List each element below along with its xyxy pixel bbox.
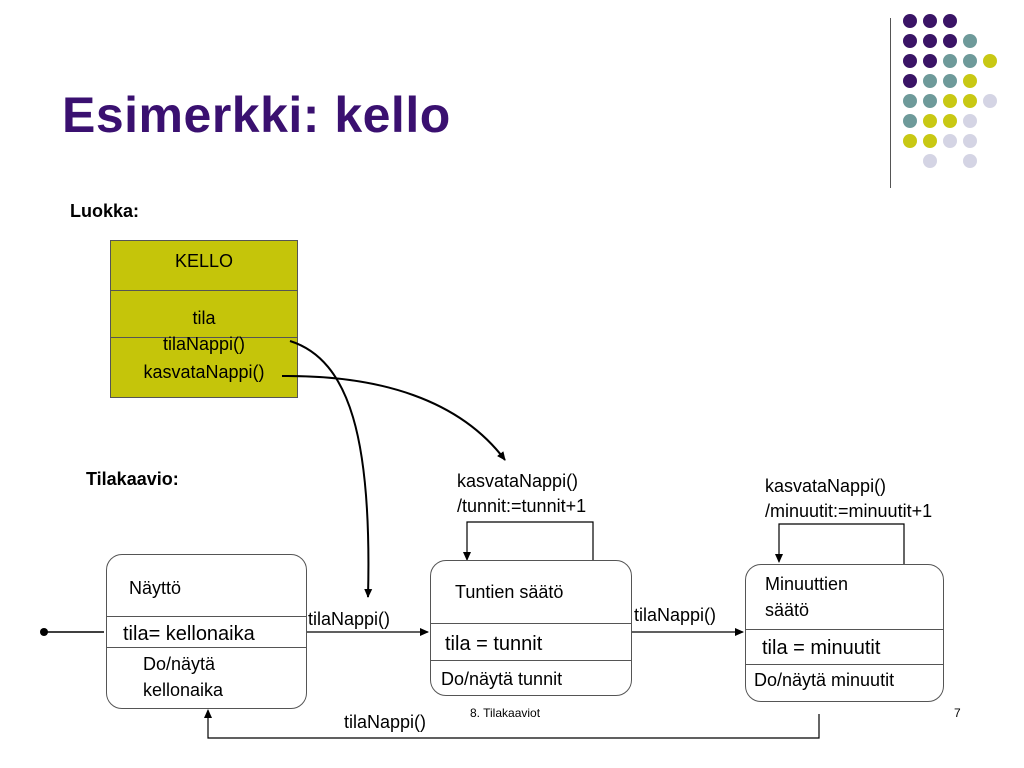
- decor-dot: [903, 34, 917, 48]
- decor-dot: [943, 114, 957, 128]
- slide-title: Esimerkki: kello: [62, 87, 451, 143]
- state-divider: [746, 629, 943, 630]
- state-divider: [431, 660, 631, 661]
- decor-dot: [943, 14, 957, 28]
- decor-dot: [903, 114, 917, 128]
- state-name: Näyttö: [129, 578, 182, 598]
- decor-dot: [983, 94, 997, 108]
- class-box-kello: KELLO tila tilaNappi() kasvataNappi(): [110, 240, 298, 398]
- decor-dot: [923, 54, 937, 68]
- decor-dot: [903, 54, 917, 68]
- decor-dot: [963, 154, 977, 168]
- state-name: säätö: [765, 600, 810, 620]
- transition-label: tilaNappi(): [634, 605, 717, 625]
- transition-label: tilaNappi(): [308, 609, 391, 629]
- class-attribute: tila: [192, 308, 216, 328]
- self-loop-minuutit: [775, 523, 905, 566]
- class-divider: [111, 337, 297, 338]
- state-divider: [107, 616, 306, 617]
- decor-dot: [963, 134, 977, 148]
- state-action: Do/näytä: [143, 654, 216, 674]
- decor-dot: [903, 134, 917, 148]
- transition-minuutit-naytto: [204, 709, 820, 739]
- decor-dot: [943, 54, 957, 68]
- tilakaavio-label: Tilakaavio:: [86, 469, 179, 489]
- decor-dot: [903, 94, 917, 108]
- state-variable: tila = minuutit: [762, 637, 881, 659]
- decor-dot: [923, 74, 937, 88]
- decor-dot: [943, 94, 957, 108]
- method-link-tilanappi: [289, 340, 373, 598]
- class-name: KELLO: [174, 251, 234, 271]
- decor-dot: [923, 94, 937, 108]
- class-method: kasvataNappi(): [143, 362, 265, 382]
- decor-dot: [903, 74, 917, 88]
- state-tuntien-saato: Tuntien säätö tila = tunnit Do/näytä tun…: [430, 560, 632, 696]
- decor-dot: [923, 114, 937, 128]
- state-divider: [107, 647, 306, 648]
- state-divider: [431, 623, 631, 624]
- footer-text: 8. Tilakaaviot: [470, 706, 541, 720]
- decor-dot: [963, 114, 977, 128]
- decor-dot: [983, 54, 997, 68]
- decor-dot: [923, 154, 937, 168]
- state-variable: tila = tunnit: [445, 633, 543, 655]
- transition-label: kasvataNappi(): [457, 471, 579, 491]
- decor-dot: [943, 134, 957, 148]
- transition-label: kasvataNappi(): [765, 476, 887, 496]
- decor-dot: [923, 34, 937, 48]
- state-action: Do/näytä minuutit: [754, 670, 895, 690]
- decor-dot: [963, 54, 977, 68]
- state-action: Do/näytä tunnit: [441, 669, 563, 689]
- decor-dot: [903, 14, 917, 28]
- state-action: kellonaika: [143, 680, 224, 700]
- state-naytto: Näyttö tila= kellonaika Do/näytä kellona…: [106, 554, 307, 709]
- transition-label: /tunnit:=tunnit+1: [457, 496, 587, 516]
- transition-label: tilaNappi(): [344, 712, 427, 732]
- decor-dot: [963, 34, 977, 48]
- decor-dot: [943, 74, 957, 88]
- decor-dot: [963, 74, 977, 88]
- decor-dot: [943, 34, 957, 48]
- state-minuuttien-saato: Minuuttien säätö tila = minuutit Do/näyt…: [745, 564, 944, 702]
- state-name: Minuuttien: [765, 574, 849, 594]
- page-number: 7: [954, 706, 961, 720]
- state-name: Tuntien säätö: [455, 582, 564, 602]
- decor-dot: [923, 134, 937, 148]
- decor-dot: [923, 14, 937, 28]
- method-link-kasvatanappi: [281, 374, 506, 461]
- luokka-label: Luokka:: [70, 201, 140, 221]
- state-variable: tila= kellonaika: [123, 623, 255, 645]
- transition-label: /minuutit:=minuutit+1: [765, 501, 933, 521]
- class-method: tilaNappi(): [162, 334, 246, 354]
- class-divider: [111, 290, 297, 291]
- self-loop-tunnit: [463, 521, 594, 562]
- decorative-divider: [890, 18, 891, 188]
- state-divider: [746, 664, 943, 665]
- decor-dot: [963, 94, 977, 108]
